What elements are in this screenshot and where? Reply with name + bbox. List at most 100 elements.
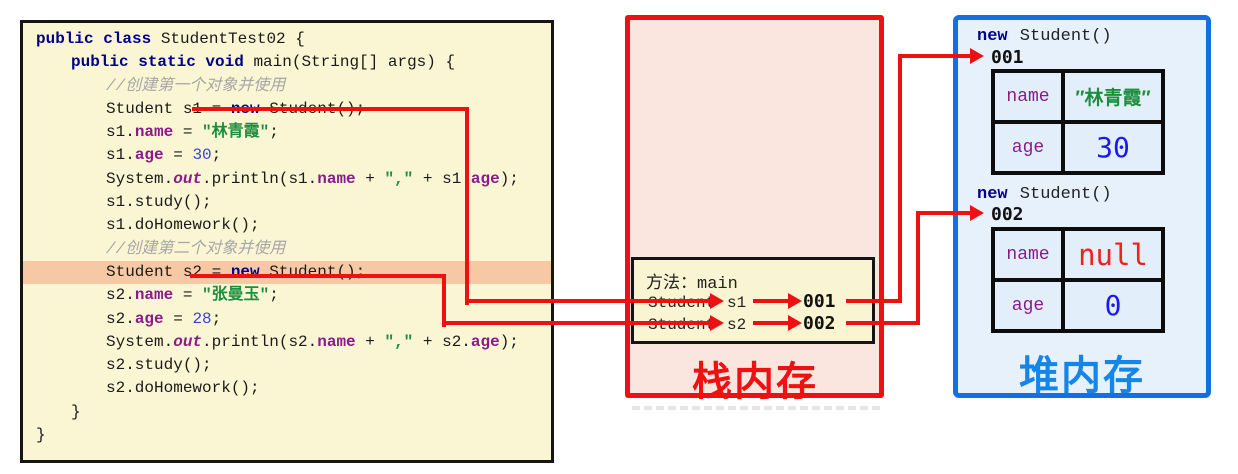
code-segment-mb: name bbox=[317, 169, 356, 188]
code-segment-pl: .println(s2. bbox=[202, 332, 318, 351]
code-segment-pl: s2.study(); bbox=[106, 356, 212, 375]
field-age-label: age bbox=[995, 282, 1061, 329]
constructor-call: Student() bbox=[1009, 27, 1112, 46]
code-segment-cm: //创建第一个对象并使用 bbox=[106, 76, 286, 95]
code-segment-pl: System. bbox=[106, 169, 174, 188]
arrow-s2-to-002-head-icon bbox=[788, 315, 802, 331]
code-line: System.out.println(s2.name + ″,″ + s2.ag… bbox=[23, 331, 551, 354]
code-segment-kw: public class bbox=[36, 30, 161, 48]
code-segment-pl: s1.doHomework(); bbox=[106, 216, 260, 235]
arrow-s1-to-001-head-icon bbox=[788, 293, 802, 309]
heap-object1-table: name ″林青霞″ age 30 bbox=[991, 69, 1165, 175]
code-line: s1.name = ″林青霞″; bbox=[23, 121, 551, 144]
stack-row-s2-addr: 002 bbox=[803, 313, 836, 334]
arrow-s1-head-icon bbox=[710, 293, 724, 309]
arrow-001-to-heap-horizontal bbox=[898, 54, 970, 58]
code-segment-pl: = bbox=[163, 309, 193, 328]
field-age-value: 30 bbox=[1065, 124, 1161, 171]
code-line-highlighted: Student s2 = new Student(); bbox=[23, 260, 551, 285]
code-segment-pl: StudentTest02 { bbox=[160, 30, 305, 48]
field-name-value: ″林青霞″ bbox=[1065, 73, 1161, 120]
code-line: s1.age = 30; bbox=[23, 144, 551, 167]
code-segment-mbi: out bbox=[173, 332, 203, 351]
code-segment-pl: .println(s1. bbox=[202, 169, 318, 188]
arrow-s2-code-horizontal bbox=[190, 274, 446, 278]
field-name-label: name bbox=[995, 231, 1061, 278]
code-segment-mb: age bbox=[470, 169, 500, 188]
code-segment-pl: s1.study(); bbox=[106, 193, 212, 212]
code-segment-pl: main(String[] args) { bbox=[253, 53, 456, 72]
stack-memory-title: 栈内存 bbox=[692, 359, 818, 405]
code-panel: public class StudentTest02 { public stati… bbox=[20, 20, 554, 463]
code-line: } bbox=[23, 424, 551, 447]
stack-row-s1-type: Student bbox=[648, 294, 716, 312]
code-segment-mb: age bbox=[134, 146, 164, 165]
arrow-002-head-icon bbox=[970, 205, 984, 221]
code-line: s2.name = ″张曼玉″; bbox=[23, 284, 551, 307]
code-segment-pl: + bbox=[355, 169, 385, 188]
field-name-value: null bbox=[1065, 231, 1161, 278]
code-segment-pl: + bbox=[355, 332, 385, 351]
field-name-label: name bbox=[995, 73, 1061, 120]
arrow-s2-to-002-shaft bbox=[753, 321, 788, 325]
heap-memory-title: 堆内存 bbox=[1019, 353, 1145, 399]
stack-row-s2-type: Student bbox=[648, 316, 716, 334]
code-segment-pl: Student(); bbox=[259, 262, 366, 281]
code-segment-pl: + s1. bbox=[413, 169, 471, 188]
code-line: s2.doHomework(); bbox=[23, 377, 551, 400]
code-segment-pl: Student s2 = bbox=[106, 262, 231, 281]
stack-row-s2-var: s2 bbox=[727, 316, 747, 334]
arrow-002-vertical bbox=[916, 211, 920, 325]
code-segment-kw: new bbox=[230, 262, 260, 281]
code-segment-pl: } bbox=[71, 402, 81, 421]
heap-object2-table: name null age 0 bbox=[991, 227, 1165, 333]
code-segment-pl: s2. bbox=[106, 286, 135, 305]
code-line: s1.doHomework(); bbox=[23, 214, 551, 237]
arrow-001-vertical bbox=[898, 54, 902, 303]
code-segment-nm: 30 bbox=[192, 146, 212, 165]
stack-frame-label: 方法：main bbox=[646, 275, 738, 294]
code-segment-mbi: out bbox=[173, 169, 203, 188]
code-segment-pl: s1. bbox=[106, 123, 135, 142]
arrow-s1-code-vertical bbox=[465, 107, 469, 305]
code-line: public static void main(String[] args) { bbox=[23, 51, 551, 74]
code-segment-mb: name bbox=[317, 332, 356, 351]
code-segment-pl: s2. bbox=[106, 309, 135, 328]
code-segment-pl: = bbox=[173, 123, 203, 142]
code-segment-pl: ); bbox=[499, 332, 519, 351]
code-segment-pl: + s2. bbox=[413, 332, 471, 351]
code-segment-pl: s1. bbox=[106, 146, 135, 165]
code-segment-pl: = bbox=[163, 146, 193, 165]
arrow-s2-to-stack-horizontal bbox=[442, 321, 712, 325]
code-segment-st: ″,″ bbox=[384, 169, 414, 188]
constructor-call: Student() bbox=[1009, 185, 1112, 204]
code-segment-st: ″,″ bbox=[384, 332, 414, 351]
code-segment-mb: name bbox=[134, 123, 174, 142]
field-age-value: 0 bbox=[1065, 282, 1161, 329]
code-segment-pl: ; bbox=[211, 146, 222, 165]
code-line: System.out.println(s1.name + ″,″ + s1.ag… bbox=[23, 168, 551, 191]
code-line: s2.study(); bbox=[23, 354, 551, 377]
divider-dashes bbox=[632, 406, 880, 410]
heap-object1-header: new Student() bbox=[977, 27, 1112, 47]
code-segment-st: ″张曼玉″ bbox=[202, 286, 270, 305]
code-segment-pl: ; bbox=[269, 123, 279, 142]
code-line: s1.study(); bbox=[23, 191, 551, 214]
code-segment-st: ″林青霞″ bbox=[202, 123, 270, 142]
stack-row-s1-addr: 001 bbox=[803, 291, 836, 312]
code-line: s2.age = 28; bbox=[23, 308, 551, 331]
arrow-001-head-icon bbox=[970, 48, 984, 64]
new-keyword: new bbox=[977, 185, 1008, 204]
heap-object2-header: new Student() bbox=[977, 185, 1112, 205]
code-segment-mb: age bbox=[134, 309, 164, 328]
arrow-s1-to-001-shaft bbox=[753, 299, 788, 303]
code-segment-nm: 28 bbox=[192, 309, 212, 328]
code-segment-mb: name bbox=[134, 286, 174, 305]
code-line: //创建第一个对象并使用 bbox=[23, 75, 551, 98]
code-segment-kw: public static void bbox=[71, 53, 254, 72]
arrow-002-to-heap-horizontal bbox=[916, 211, 970, 215]
code-segment-pl: s2.doHomework(); bbox=[106, 379, 260, 398]
code-segment-pl: ; bbox=[269, 286, 279, 305]
heap-object2-address: 002 bbox=[991, 204, 1024, 225]
